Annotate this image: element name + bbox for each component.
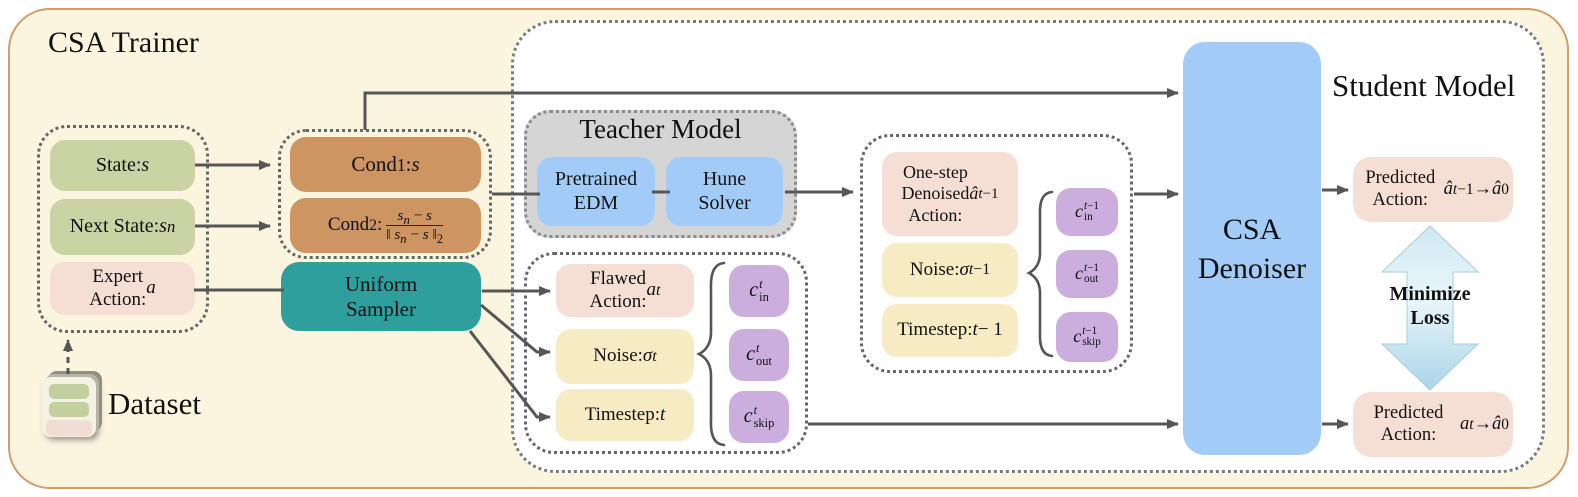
dataset-icon [42, 377, 96, 437]
dataset-row-green-1 [49, 384, 89, 399]
timestep-t1-node: Timestep:t − 1 [882, 304, 1018, 357]
student-model-label: Student Model [1332, 68, 1516, 103]
figure-title: CSA Trainer [48, 26, 199, 59]
dataset-label: Dataset [108, 386, 201, 421]
state-node: State: s [50, 140, 195, 191]
dataset-row-pink [46, 420, 92, 436]
cond-group [278, 129, 492, 259]
t1-group [860, 134, 1133, 373]
timestep-t-node: Timestep: t [556, 389, 694, 441]
teacher-model-title: Teacher Model [579, 114, 742, 144]
input-group [37, 125, 209, 333]
dataset-row-green-2 [49, 402, 89, 417]
